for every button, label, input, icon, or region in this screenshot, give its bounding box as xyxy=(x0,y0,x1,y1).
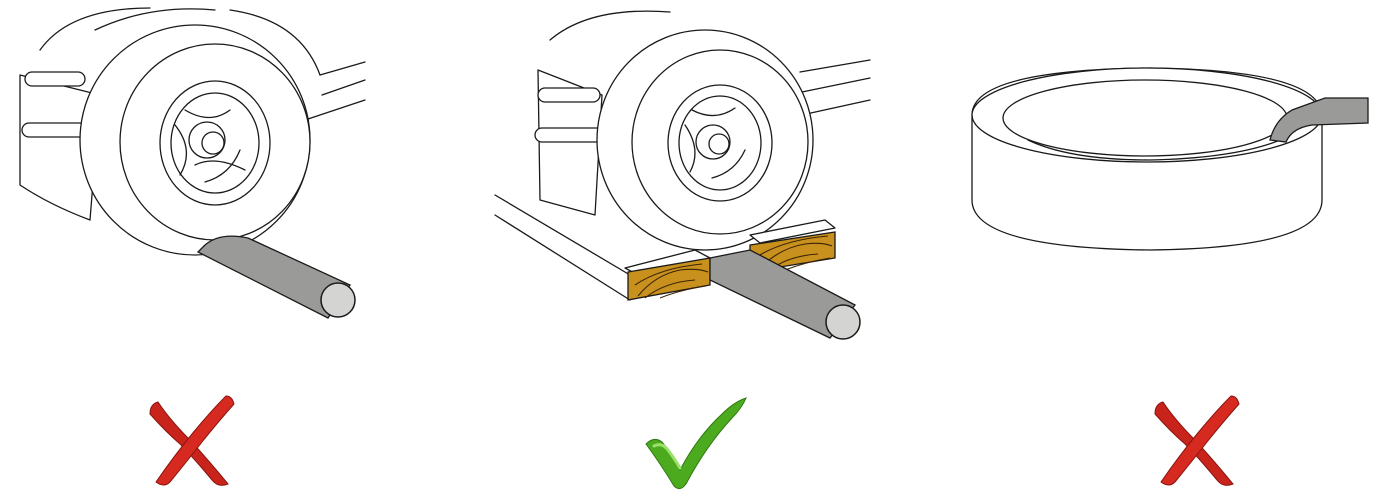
ring-inner-edge xyxy=(1002,79,1288,157)
ring-inner-wall xyxy=(1027,137,1286,161)
mud-flap xyxy=(19,74,101,221)
steel-bar-end xyxy=(825,304,861,340)
step-rail-top xyxy=(537,87,601,103)
fender-outline-inner xyxy=(94,8,216,31)
ground-edge xyxy=(494,194,631,301)
red-cross-icon xyxy=(149,395,235,486)
wood-grain-right xyxy=(754,235,833,271)
axle-cap xyxy=(201,131,225,155)
axle-cap xyxy=(708,133,730,155)
timber-block-right-top xyxy=(749,219,836,244)
panel-bar-between-blocks xyxy=(470,0,910,497)
tire-on-bar-illustration xyxy=(19,7,366,319)
steel-bar xyxy=(1269,97,1369,143)
red-cross-icon xyxy=(1154,395,1240,486)
green-check-icon xyxy=(645,397,747,490)
chassis-lines xyxy=(304,61,366,121)
ring-illustration xyxy=(971,67,1369,251)
fender-outline xyxy=(39,7,151,51)
tire-on-blocks-illustration xyxy=(494,10,871,340)
panel-bar-under-tire xyxy=(0,0,440,497)
timber-block-left xyxy=(627,257,711,301)
steel-bar-end xyxy=(320,282,356,318)
step-rail-top xyxy=(24,71,86,87)
hub-spokes xyxy=(174,109,246,183)
fender-outline xyxy=(549,10,671,41)
step-rail-bottom xyxy=(534,127,606,143)
panel-ring-and-bar xyxy=(940,0,1385,497)
fender-arc-rear xyxy=(229,9,321,76)
wood-grain-left xyxy=(634,263,709,299)
hub-spokes xyxy=(684,107,746,179)
